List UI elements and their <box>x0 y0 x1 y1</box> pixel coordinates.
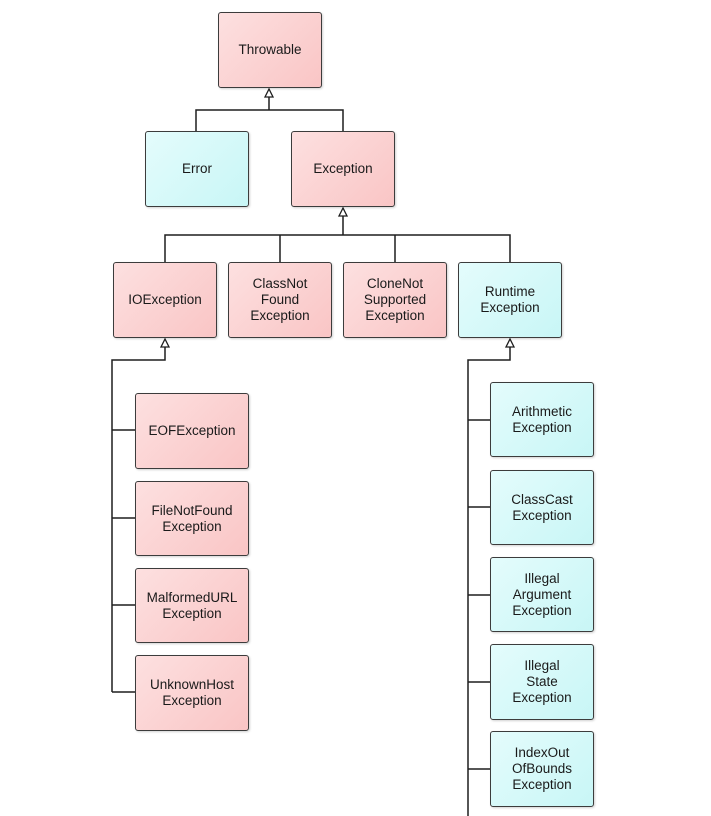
connector-runtime-children <box>467 346 511 816</box>
node-illegalargument: Illegal Argument Exception <box>490 557 594 632</box>
node-arithmetic-label: Arithmetic Exception <box>511 403 572 435</box>
node-illegalstate-label: Illegal State Exception <box>512 658 572 705</box>
node-unknownhost-label: UnknownHost Exception <box>149 677 235 708</box>
node-filenotfound-label: FileNotFound Exception <box>151 502 233 534</box>
node-eof-label: EOFException <box>148 423 236 438</box>
node-classnotfound: ClassNot Found Exception <box>228 262 332 338</box>
node-throwable: Throwable <box>218 12 322 88</box>
arrowhead-ioexception <box>159 337 171 348</box>
node-classcast-label: ClassCast Exception <box>511 491 573 523</box>
node-illegalargument-label: Illegal Argument Exception <box>512 570 572 618</box>
node-eof: EOFException <box>135 393 249 469</box>
node-error-label: Error <box>182 161 212 176</box>
arrowhead-exception <box>337 206 349 217</box>
connector-exception-children <box>164 215 511 262</box>
node-throwable-label: Throwable <box>238 42 302 57</box>
node-ioexception-label: IOException <box>128 292 202 307</box>
node-malformedurl-label: MalformedURL Exception <box>146 589 238 621</box>
node-runtime-label: Runtime Exception <box>480 284 540 315</box>
node-unknownhost: UnknownHost Exception <box>135 655 249 731</box>
node-classnotfound-label: ClassNot Found Exception <box>250 276 310 323</box>
node-exception-label: Exception <box>313 161 373 176</box>
connector-ioexception-children <box>111 346 166 693</box>
node-indexoutofbounds-label: IndexOut OfBounds Exception <box>511 745 573 792</box>
node-ioexception: IOException <box>113 262 217 338</box>
node-runtime: Runtime Exception <box>458 262 562 338</box>
arrowhead-throwable <box>263 87 275 98</box>
node-illegalstate: Illegal State Exception <box>490 644 594 720</box>
node-clonenotsupported-label: CloneNot Supported Exception <box>363 276 427 323</box>
node-classcast: ClassCast Exception <box>490 470 594 545</box>
node-exception: Exception <box>291 131 395 207</box>
node-clonenotsupported: CloneNot Supported Exception <box>343 262 447 338</box>
arrowhead-runtime <box>504 337 516 348</box>
node-arithmetic: Arithmetic Exception <box>490 382 594 457</box>
node-error: Error <box>145 131 249 207</box>
connector-throwable-children <box>195 95 344 131</box>
node-filenotfound: FileNotFound Exception <box>135 481 249 556</box>
node-indexoutofbounds: IndexOut OfBounds Exception <box>490 731 594 807</box>
node-malformedurl: MalformedURL Exception <box>135 568 249 643</box>
